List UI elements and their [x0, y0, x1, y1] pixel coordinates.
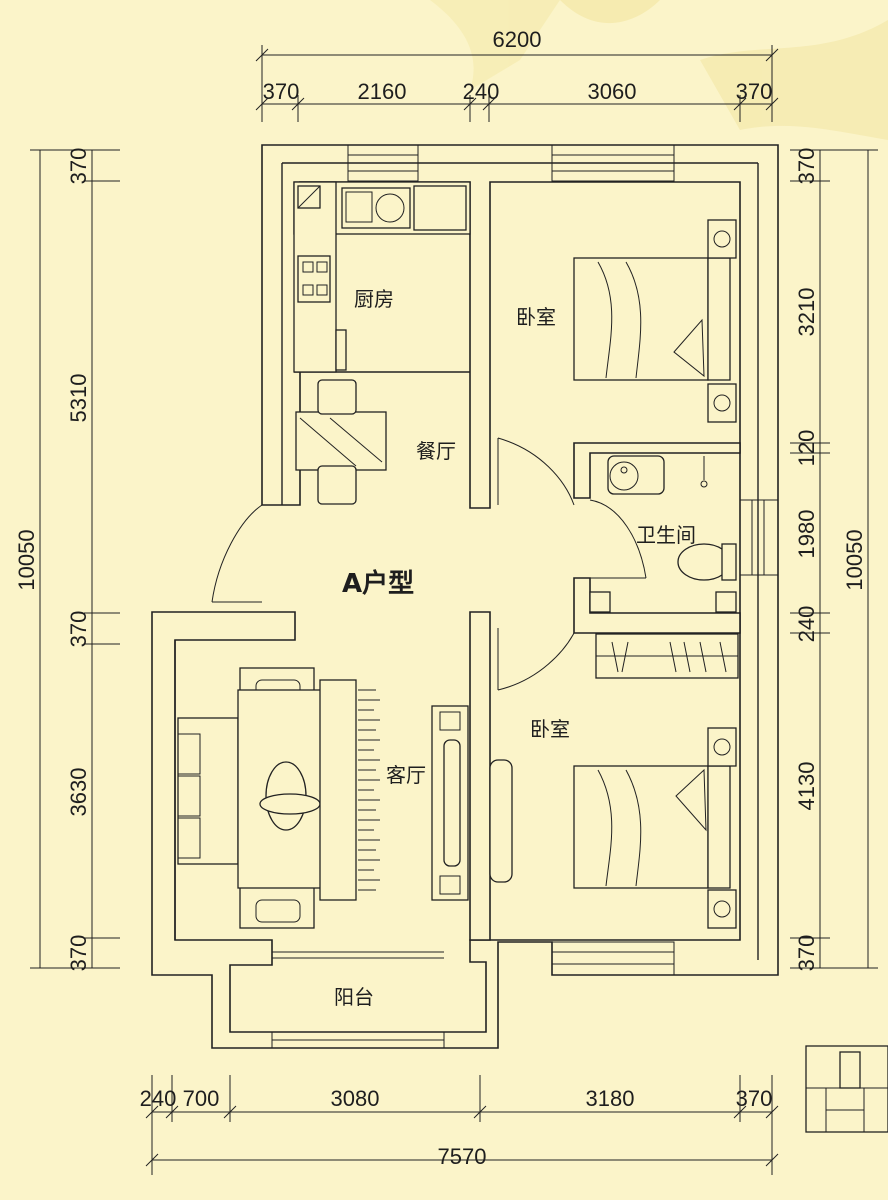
right-dim-2: 3210 — [794, 288, 819, 337]
left-total-dimension: 10050 — [14, 529, 39, 590]
dining-table — [295, 379, 387, 505]
doors — [211, 437, 647, 691]
left-dim-1: 370 — [66, 148, 91, 185]
bathroom-fixtures — [589, 455, 737, 613]
top-dim-5: 370 — [736, 79, 773, 104]
top-dim-3: 240 — [463, 79, 500, 104]
right-dim-7: 370 — [794, 935, 819, 972]
right-dim-6: 4130 — [794, 762, 819, 811]
room-label-living: 客厅 — [386, 763, 426, 787]
bottom-dim-3: 3080 — [331, 1086, 380, 1111]
left-dim-2: 5310 — [66, 374, 91, 423]
bed-top — [573, 219, 737, 423]
wardrobe — [595, 633, 739, 679]
left-dimension-lines — [30, 149, 120, 969]
room-label-bedroom-top: 卧室 — [516, 305, 556, 329]
room-label-balcony: 阳台 — [334, 985, 374, 1009]
location-key-map — [805, 1045, 888, 1133]
bed-bottom — [573, 727, 737, 929]
right-dim-1: 370 — [794, 148, 819, 185]
room-label-kitchen: 厨房 — [354, 287, 394, 311]
top-dim-4: 3060 — [588, 79, 637, 104]
room-label-bedroom-bottom: 卧室 — [530, 717, 570, 741]
unit-type-label: A户型 — [342, 568, 414, 599]
right-dim-4: 1980 — [794, 510, 819, 559]
left-dim-5: 370 — [66, 935, 91, 972]
top-dimension-lines — [255, 45, 779, 122]
right-dimension-lines — [790, 149, 878, 969]
top-total-dimension: 6200 — [493, 27, 542, 52]
bottom-dimension-lines — [145, 1075, 779, 1175]
bottom-total-dimension: 7570 — [438, 1144, 487, 1169]
right-total-dimension: 10050 — [842, 529, 867, 590]
top-windows — [347, 144, 675, 182]
left-dim-4: 3630 — [66, 768, 91, 817]
bottom-dim-5: 370 — [736, 1086, 773, 1111]
background-decoration — [430, 0, 888, 140]
bottom-dim-1: 240 — [140, 1086, 177, 1111]
room-label-dining: 餐厅 — [416, 439, 456, 463]
room-label-bathroom: 卫生间 — [636, 523, 696, 547]
right-dim-5: 240 — [794, 606, 819, 643]
top-dim-2: 2160 — [358, 79, 407, 104]
top-dim-1: 370 — [263, 79, 300, 104]
right-dim-3: 120 — [794, 430, 819, 467]
bottom-dim-2: 700 — [183, 1086, 220, 1111]
left-dim-3: 370 — [66, 611, 91, 648]
kitchen-fixtures — [293, 181, 471, 373]
bottom-dim-4: 3180 — [586, 1086, 635, 1111]
walls — [151, 144, 779, 1049]
living-furniture — [177, 667, 513, 929]
